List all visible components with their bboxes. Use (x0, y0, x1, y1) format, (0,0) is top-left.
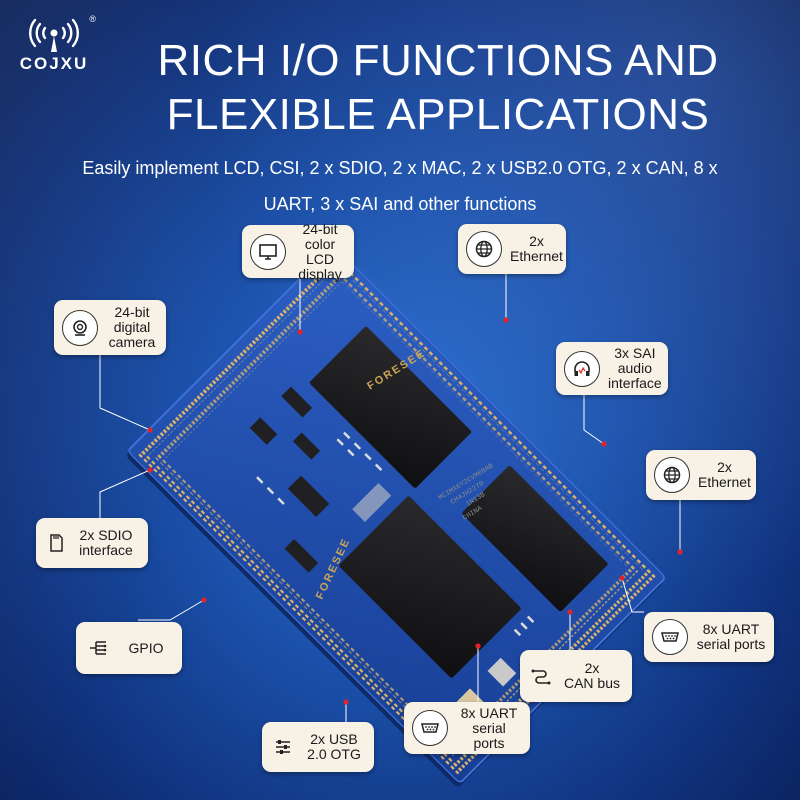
soc-chip (339, 496, 521, 678)
callout-sdio-label: 2x SDIO interface (79, 527, 133, 558)
callout-uart-right: 8x UART serial ports (644, 612, 774, 662)
registered-mark: ® (89, 14, 96, 24)
headphones-icon (564, 350, 600, 387)
callout-camera: 24-bit digital camera (54, 300, 166, 355)
callout-sai-label: 3x SAI audio interface (608, 345, 662, 391)
callout-gpio: GPIO (76, 622, 182, 674)
callout-lcd: 24-bit color LCD display (242, 221, 354, 281)
camera-icon (62, 309, 98, 346)
callout-ethernet-right: 2x Ethernet (646, 450, 756, 500)
callout-camera-label: 24-bit digital camera (108, 304, 156, 350)
callout-gpio-label: GPIO (128, 639, 164, 656)
callout-uart-bottom-label: 8x UART serial ports (460, 704, 518, 751)
serial-port-icon (652, 619, 688, 655)
callout-uart-bottom: 8x UART serial ports (404, 702, 530, 754)
callout-sai: 3x SAI audio interface (556, 342, 668, 395)
monitor-icon (250, 233, 286, 270)
gpio-icon (84, 631, 112, 665)
brand-name: COJXU (19, 54, 89, 73)
antenna-icon (29, 18, 79, 52)
callout-uart-right-label: 8x UART serial ports (696, 621, 766, 652)
memory-chip (309, 326, 472, 488)
callout-sdio: 2x SDIO interface (36, 518, 148, 568)
usb-sliders-icon (270, 730, 296, 764)
callout-can: 2x CAN bus (520, 650, 632, 702)
can-bus-icon (528, 659, 554, 693)
callout-ethernet-top: 2x Ethernet (458, 224, 566, 274)
callout-ethernet-top-label: 2x Ethernet (510, 233, 563, 264)
callout-usb-label: 2x USB 2.0 OTG (307, 731, 361, 762)
sd-card-icon (44, 526, 68, 560)
headline: RICH I/O FUNCTIONS AND FLEXIBLE APPLICAT… (157, 36, 719, 139)
callout-ethernet-right-label: 2x Ethernet (698, 459, 751, 490)
brand-logo: ® COJXU (12, 14, 96, 74)
subheadline: Easily implement LCD, CSI, 2 x SDIO, 2 x… (82, 158, 718, 214)
callout-usb: 2x USB 2.0 OTG (262, 722, 374, 772)
serial-port-icon (412, 710, 448, 746)
callout-lcd-label: 24-bit color LCD display (298, 220, 342, 282)
globe-icon (466, 231, 502, 267)
globe-icon (654, 457, 690, 493)
callout-can-label: 2x CAN bus (563, 660, 621, 691)
emmc-chip (462, 465, 608, 612)
